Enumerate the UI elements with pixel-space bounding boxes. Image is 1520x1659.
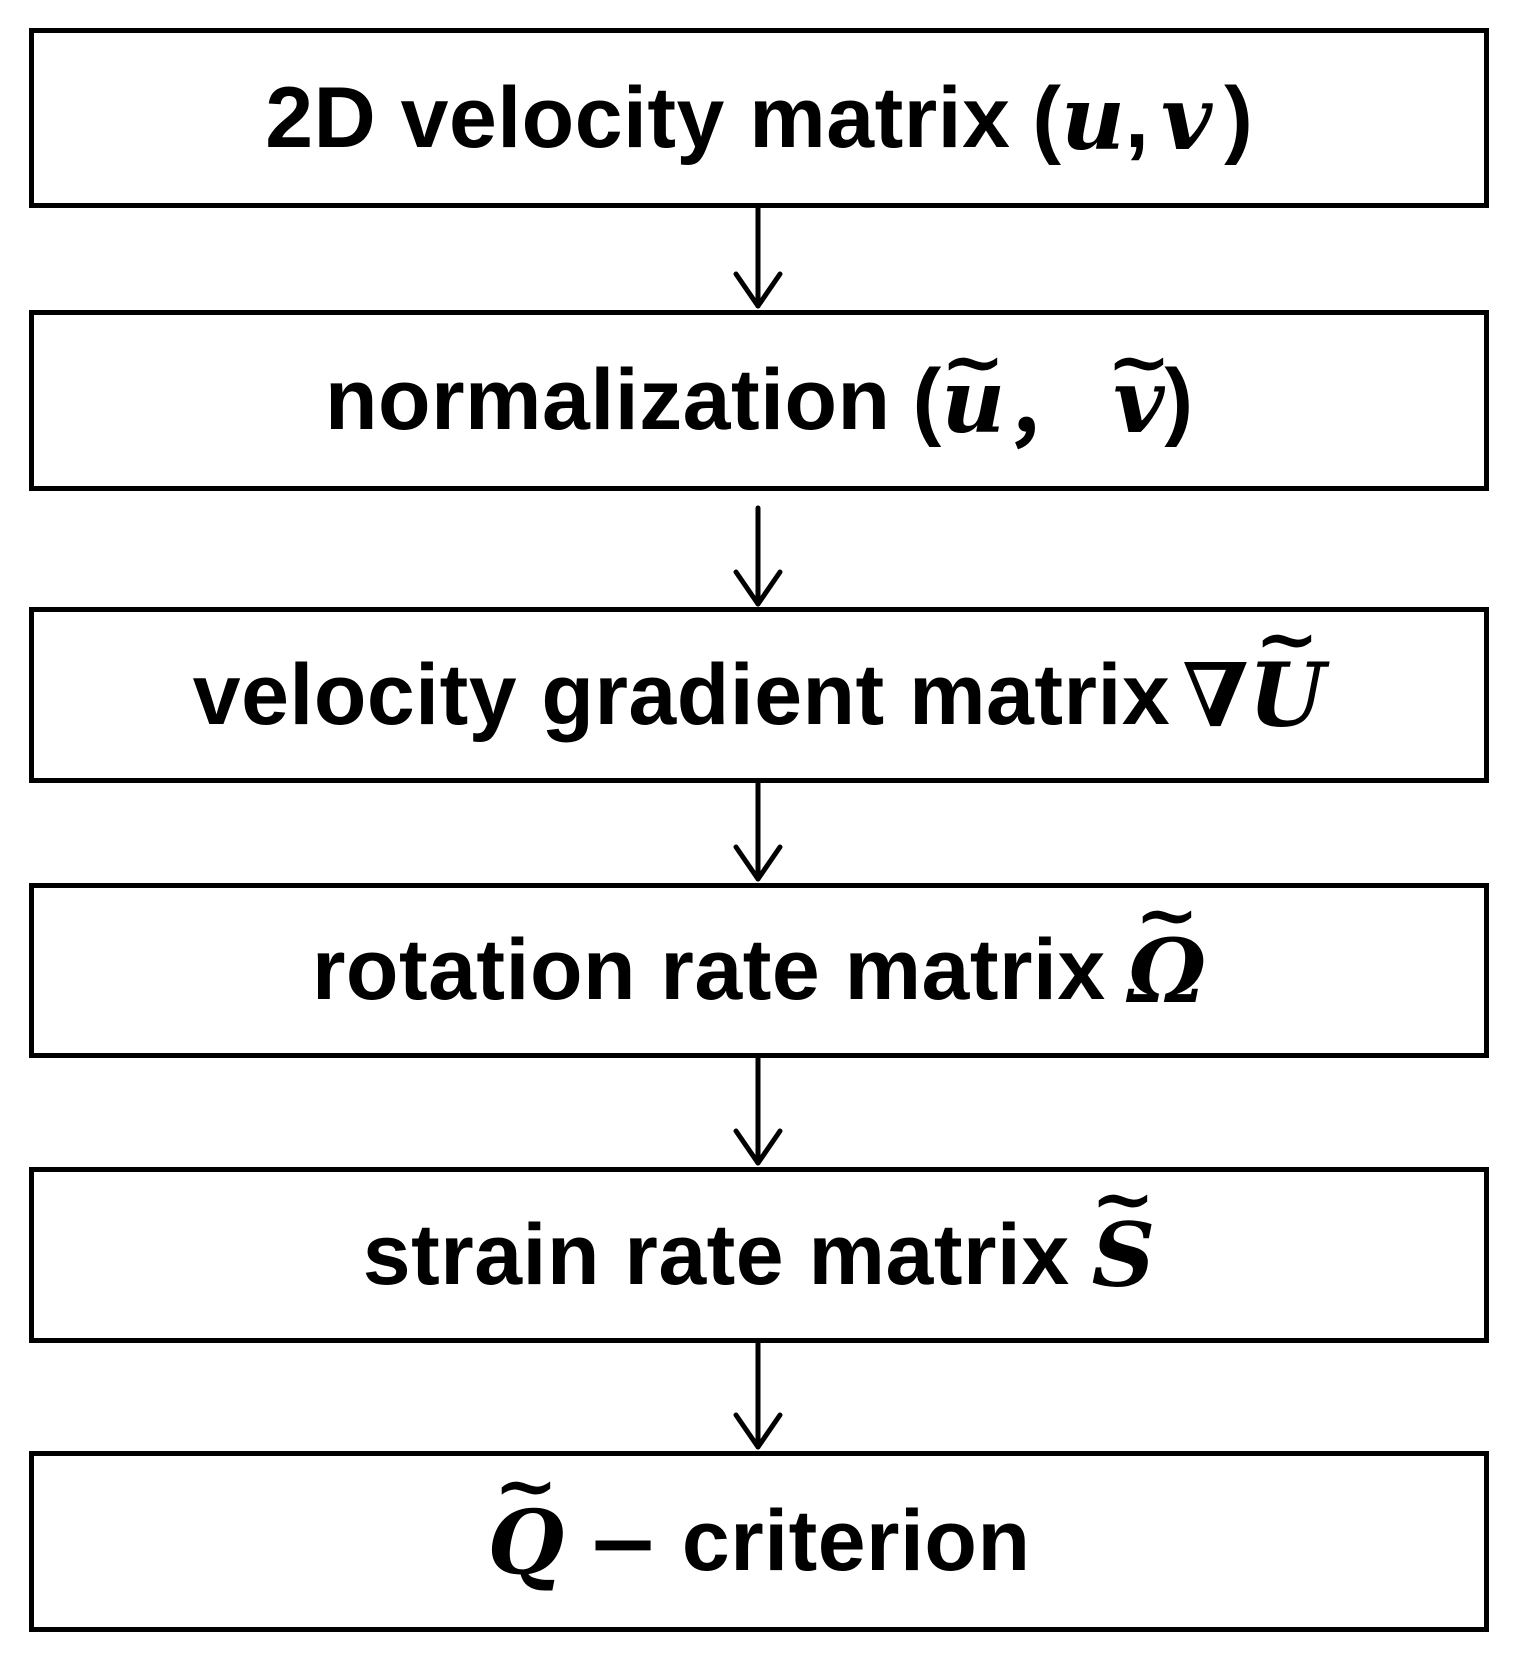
step-box-q-criterion: Q − criterion: [29, 1451, 1489, 1632]
arrow-1-to-2: [733, 205, 783, 309]
step-box-velocity-gradient: velocity gradient matrix ∇ U: [29, 607, 1489, 783]
symbol-S-tilde: S: [1092, 1203, 1156, 1307]
step-label: strain rate matrix: [362, 1206, 1070, 1303]
step-box-rotation-rate: rotation rate matrix Ω: [29, 883, 1489, 1058]
symbol-u-tilde: u: [941, 349, 1005, 453]
step-label: 2D velocity matrix: [265, 69, 1011, 166]
close-paren: ): [1224, 69, 1253, 166]
nabla-symbol: ∇: [1182, 643, 1249, 747]
step-box-normalization: normalization ( u ， v ): [29, 310, 1489, 491]
step-box-velocity-matrix: 2D velocity matrix ( u , v ): [29, 28, 1489, 208]
symbol-u: u: [1061, 66, 1126, 170]
open-paren: (: [1032, 69, 1062, 166]
comma: ,: [1125, 69, 1149, 166]
symbol-U-tilde: U: [1248, 643, 1325, 747]
step-label: velocity gradient matrix: [192, 646, 1171, 743]
open-paren: (: [912, 352, 942, 448]
arrow-3-to-4: [733, 780, 783, 882]
arrow-2-to-3: [733, 505, 783, 607]
step-label: criterion: [681, 1493, 1031, 1589]
step-label: normalization: [325, 352, 891, 448]
comma: ，: [1005, 361, 1092, 457]
step-box-strain-rate: strain rate matrix S: [29, 1167, 1489, 1343]
arrow-5-to-6: [733, 1340, 783, 1450]
symbol-v: v: [1160, 66, 1213, 170]
symbol-v-tilde: v: [1113, 349, 1164, 453]
minus-sign: −: [586, 1489, 660, 1594]
symbol-Q-tilde: Q: [488, 1490, 565, 1594]
symbol-omega-tilde: Ω: [1128, 919, 1206, 1023]
arrow-4-to-5: [733, 1055, 783, 1166]
step-label: rotation rate matrix: [311, 922, 1106, 1018]
